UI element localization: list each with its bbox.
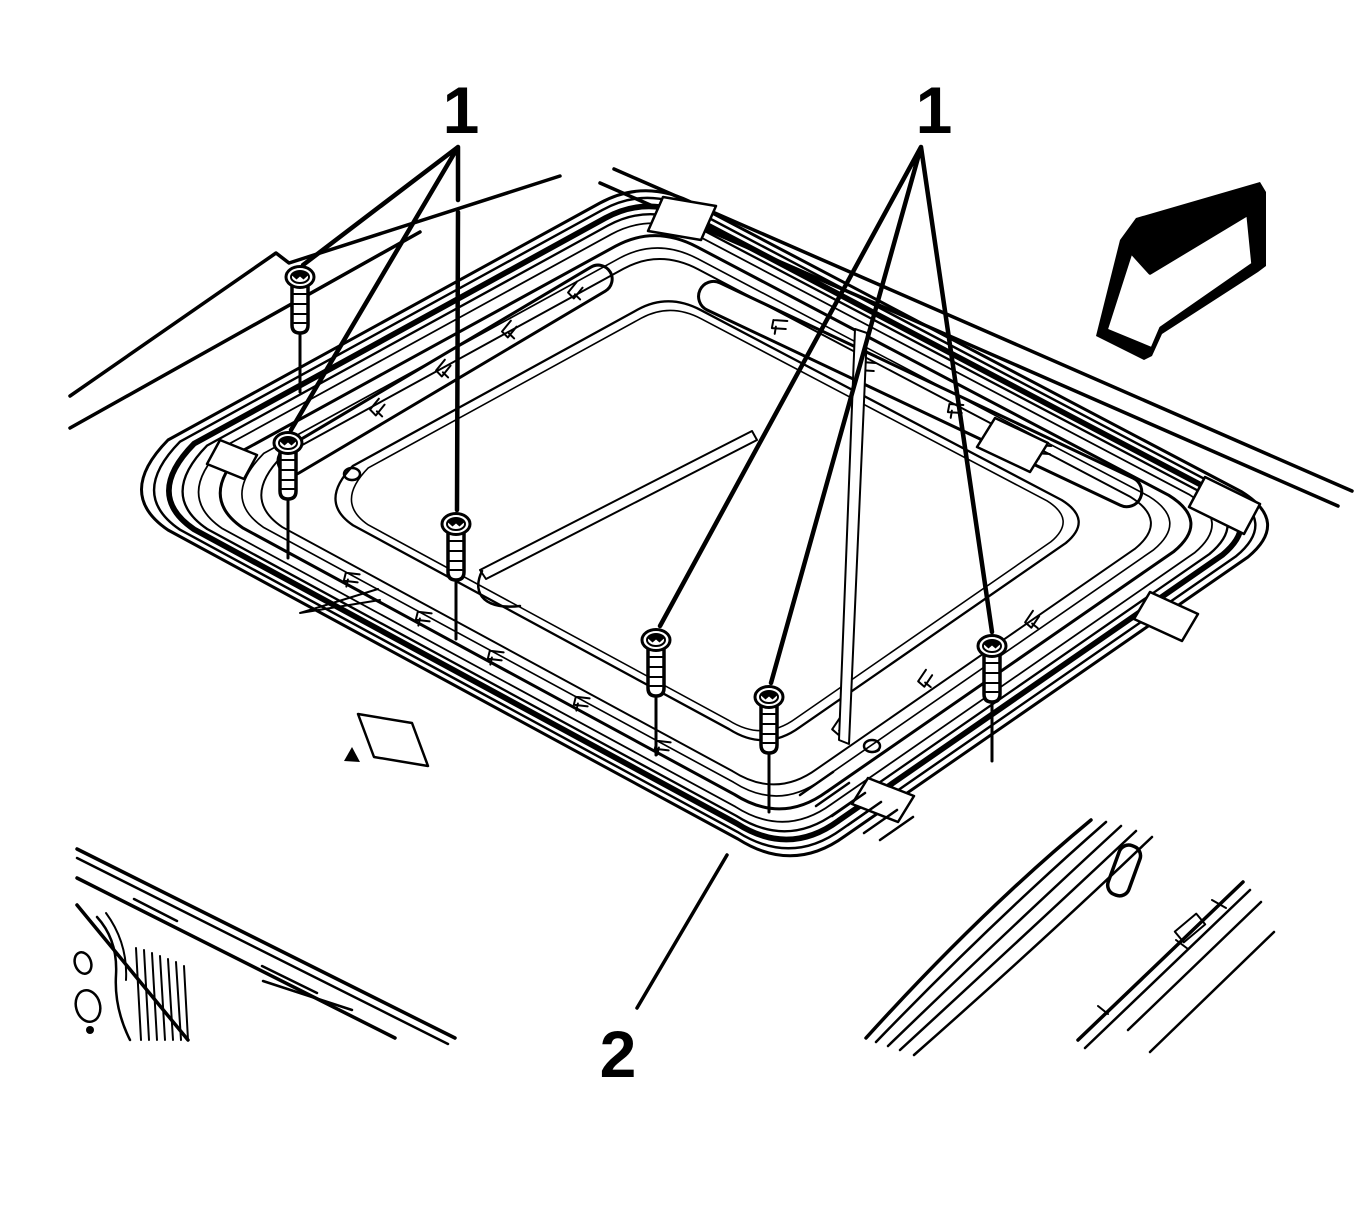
flag-marker <box>344 712 430 768</box>
antenna-stub <box>1105 843 1143 898</box>
screw-icon <box>640 627 672 757</box>
callout-1-left: 1 <box>443 73 480 147</box>
callout-2-leader <box>635 853 729 1010</box>
roof-pillar-cutaway <box>73 912 189 1042</box>
bracket-notches <box>205 195 1262 824</box>
grommets <box>342 466 882 754</box>
leader-lines-right <box>657 144 995 686</box>
roof-side-rail-detail <box>1076 880 1276 1054</box>
guide-rail-track-right <box>697 279 1144 509</box>
sunroof-module-frame <box>140 189 1269 858</box>
block-arrow-icon <box>1096 182 1266 360</box>
callout-1-right: 1 <box>916 73 953 147</box>
roof-panel-rear-curves <box>864 818 1154 1057</box>
sunshade-edge <box>477 430 758 608</box>
callout-2: 2 <box>600 1017 637 1091</box>
roof-edge-rear <box>598 167 1354 508</box>
roof-lines-bottom-left <box>75 847 457 1046</box>
frame-rail-rings <box>197 222 1213 823</box>
screw-icon <box>272 430 304 560</box>
corner-drain-hatch <box>798 770 915 842</box>
seal-direction-marker <box>299 588 381 614</box>
inner-opening <box>334 300 1080 742</box>
panel-divider <box>838 328 868 745</box>
roof-edge-top-left <box>68 174 562 430</box>
leader-lines-left <box>288 144 461 513</box>
